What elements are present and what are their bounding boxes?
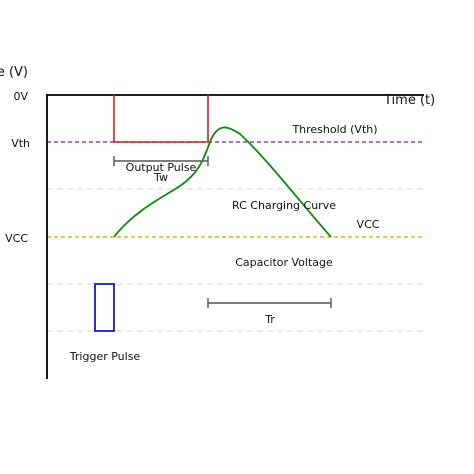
vcc-right-label: VCC	[357, 218, 380, 231]
capacitor-voltage-label: Capacitor Voltage	[235, 256, 333, 269]
tr-label: Tr	[264, 313, 275, 326]
trigger-pulse-label: Trigger Pulse	[69, 350, 141, 363]
rc-charging-curve	[113, 126, 332, 238]
output-pulse-label: Output Pulse	[126, 161, 197, 174]
trigger-pulse-rect	[94, 283, 115, 332]
tick-label-vcc: VCC	[5, 232, 28, 245]
tick-label-0v: 0V	[13, 90, 28, 103]
tick-label-vth: Vth	[11, 137, 30, 150]
y-axis-title: e (V)	[0, 65, 28, 80]
output-pulse	[113, 95, 209, 143]
tw-label: Tw	[153, 171, 168, 184]
threshold-label: Threshold (Vth)	[291, 123, 377, 136]
tr-dimension	[207, 298, 332, 308]
x-axis-title: Time (t)	[383, 93, 435, 108]
tw-dimension	[113, 156, 209, 166]
rc-curve-label: RC Charging Curve	[232, 199, 336, 212]
